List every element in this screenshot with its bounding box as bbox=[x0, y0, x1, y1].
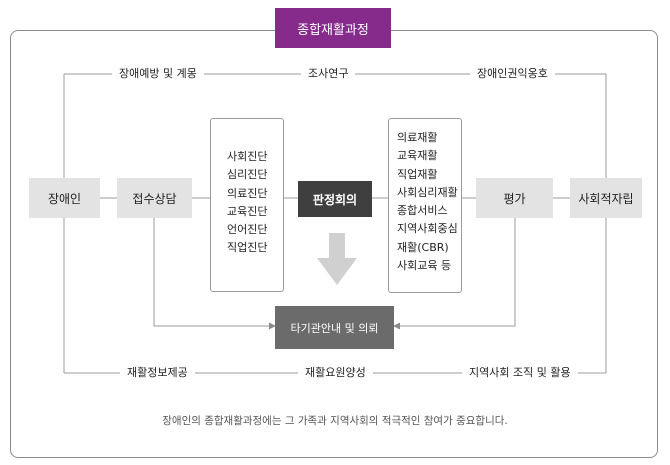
label-training: 재활요원양성 bbox=[298, 366, 373, 380]
diagnosis-item: 교육진단 bbox=[227, 204, 268, 218]
label-community: 지역사회 조직 및 활용 bbox=[462, 366, 578, 380]
label-prevention: 장애예방 및 계몽 bbox=[112, 67, 204, 81]
node-social-independence: 사회적자립 bbox=[570, 178, 642, 218]
rehab-item: 종합서비스 bbox=[397, 204, 448, 218]
node-decision-meeting: 판정회의 bbox=[298, 181, 372, 217]
rehab-item: 사회심리재활 bbox=[397, 185, 458, 199]
node-evaluation: 평가 bbox=[476, 178, 553, 218]
node-referral: 타기관안내 및 의뢰 bbox=[275, 306, 394, 349]
rehab-item: 지역사회중심 bbox=[397, 222, 458, 236]
diagnosis-item: 직업진단 bbox=[227, 241, 268, 255]
label-research: 조사연구 bbox=[301, 67, 356, 81]
down-arrow-icon bbox=[317, 233, 357, 285]
diagnosis-item: 심리진단 bbox=[227, 168, 268, 182]
diagnosis-item: 사회진단 bbox=[227, 150, 268, 163]
footnote: 장애인의 종합재활과정에는 그 가족과 지역사회의 적극적인 참여가 중요합니다… bbox=[162, 415, 508, 427]
diagnosis-item: 의료진단 bbox=[227, 186, 268, 200]
rehab-item: 의료재활 bbox=[397, 131, 438, 144]
rehab-item: 재활(CBR) bbox=[397, 240, 449, 254]
node-intake-counseling: 접수상담 bbox=[117, 178, 192, 218]
label-information: 재활정보제공 bbox=[120, 366, 195, 380]
node-disabled-person: 장애인 bbox=[29, 178, 100, 218]
rehab-item: 직업재활 bbox=[397, 167, 438, 181]
diagnosis-list: 사회진단 심리진단 의료진단 교육진단 언어진단 직업진단 bbox=[210, 118, 284, 292]
referral-arrow-right bbox=[393, 218, 516, 330]
rehab-item: 사회교육 등 bbox=[397, 259, 452, 273]
rehab-item: 교육재활 bbox=[397, 149, 438, 163]
diagnosis-item: 언어진단 bbox=[227, 223, 268, 237]
referral-arrow-left bbox=[153, 218, 276, 330]
rehab-list: 의료재활 교육재활 직업재활 사회심리재활 종합서비스 지역사회중심 재활(CB… bbox=[388, 118, 462, 293]
label-advocacy: 장애인권익옹호 bbox=[470, 67, 555, 81]
diagram-title: 종합재활과정 bbox=[275, 8, 391, 48]
